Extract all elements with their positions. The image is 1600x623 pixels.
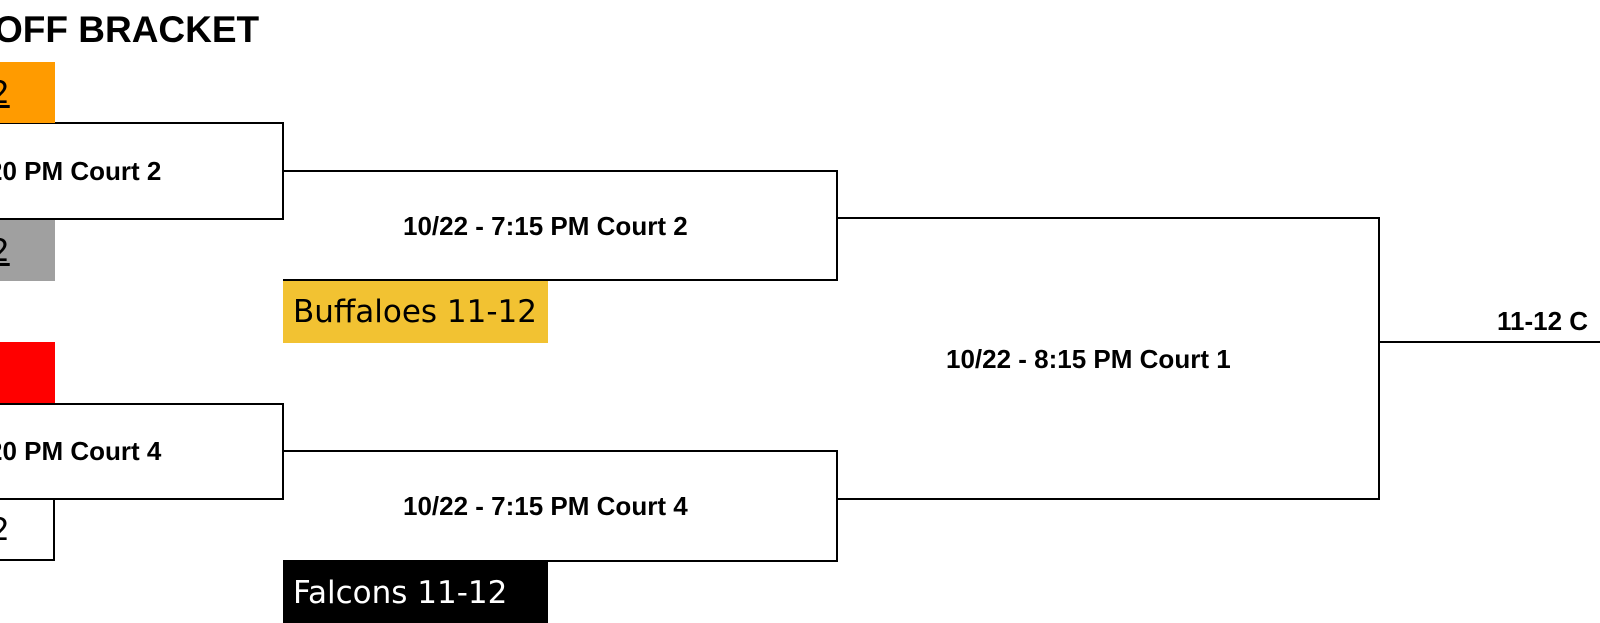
team-box-gray: 2 <box>0 220 55 281</box>
team-box-falcons: Falcons 11-12 <box>283 562 548 623</box>
team-box-red <box>0 342 55 403</box>
bracket-title: OFF BRACKET <box>0 9 260 50</box>
round2-game1-label: 10/22 - 7:15 PM Court 2 <box>403 211 688 241</box>
round2-game2-label: 10/22 - 7:15 PM Court 4 <box>403 491 688 521</box>
team-label-gray: 2 <box>0 233 10 269</box>
round1-game2-label: 20 PM Court 4 <box>0 436 162 466</box>
semifinal-label: 10/22 - 8:15 PM Court 1 <box>946 344 1231 374</box>
team-label-white: 2 <box>0 512 10 548</box>
round2-game2-connector <box>283 450 838 562</box>
team-box-white: 2 <box>0 500 55 561</box>
round1-game1-label: 20 PM Court 2 <box>0 156 162 186</box>
team-label-falcons: Falcons 11-12 <box>293 574 508 611</box>
round2-game1-connector <box>283 170 838 281</box>
final-label: 11-12 C <box>1497 306 1589 336</box>
team-label-buffaloes: Buffaloes 11-12 <box>293 294 538 330</box>
team-box-buffaloes: Buffaloes 11-12 <box>283 281 548 343</box>
semifinal-connector <box>837 217 1380 500</box>
team-label-orange: 2 <box>0 75 10 111</box>
team-box-orange: 2 <box>0 62 55 123</box>
